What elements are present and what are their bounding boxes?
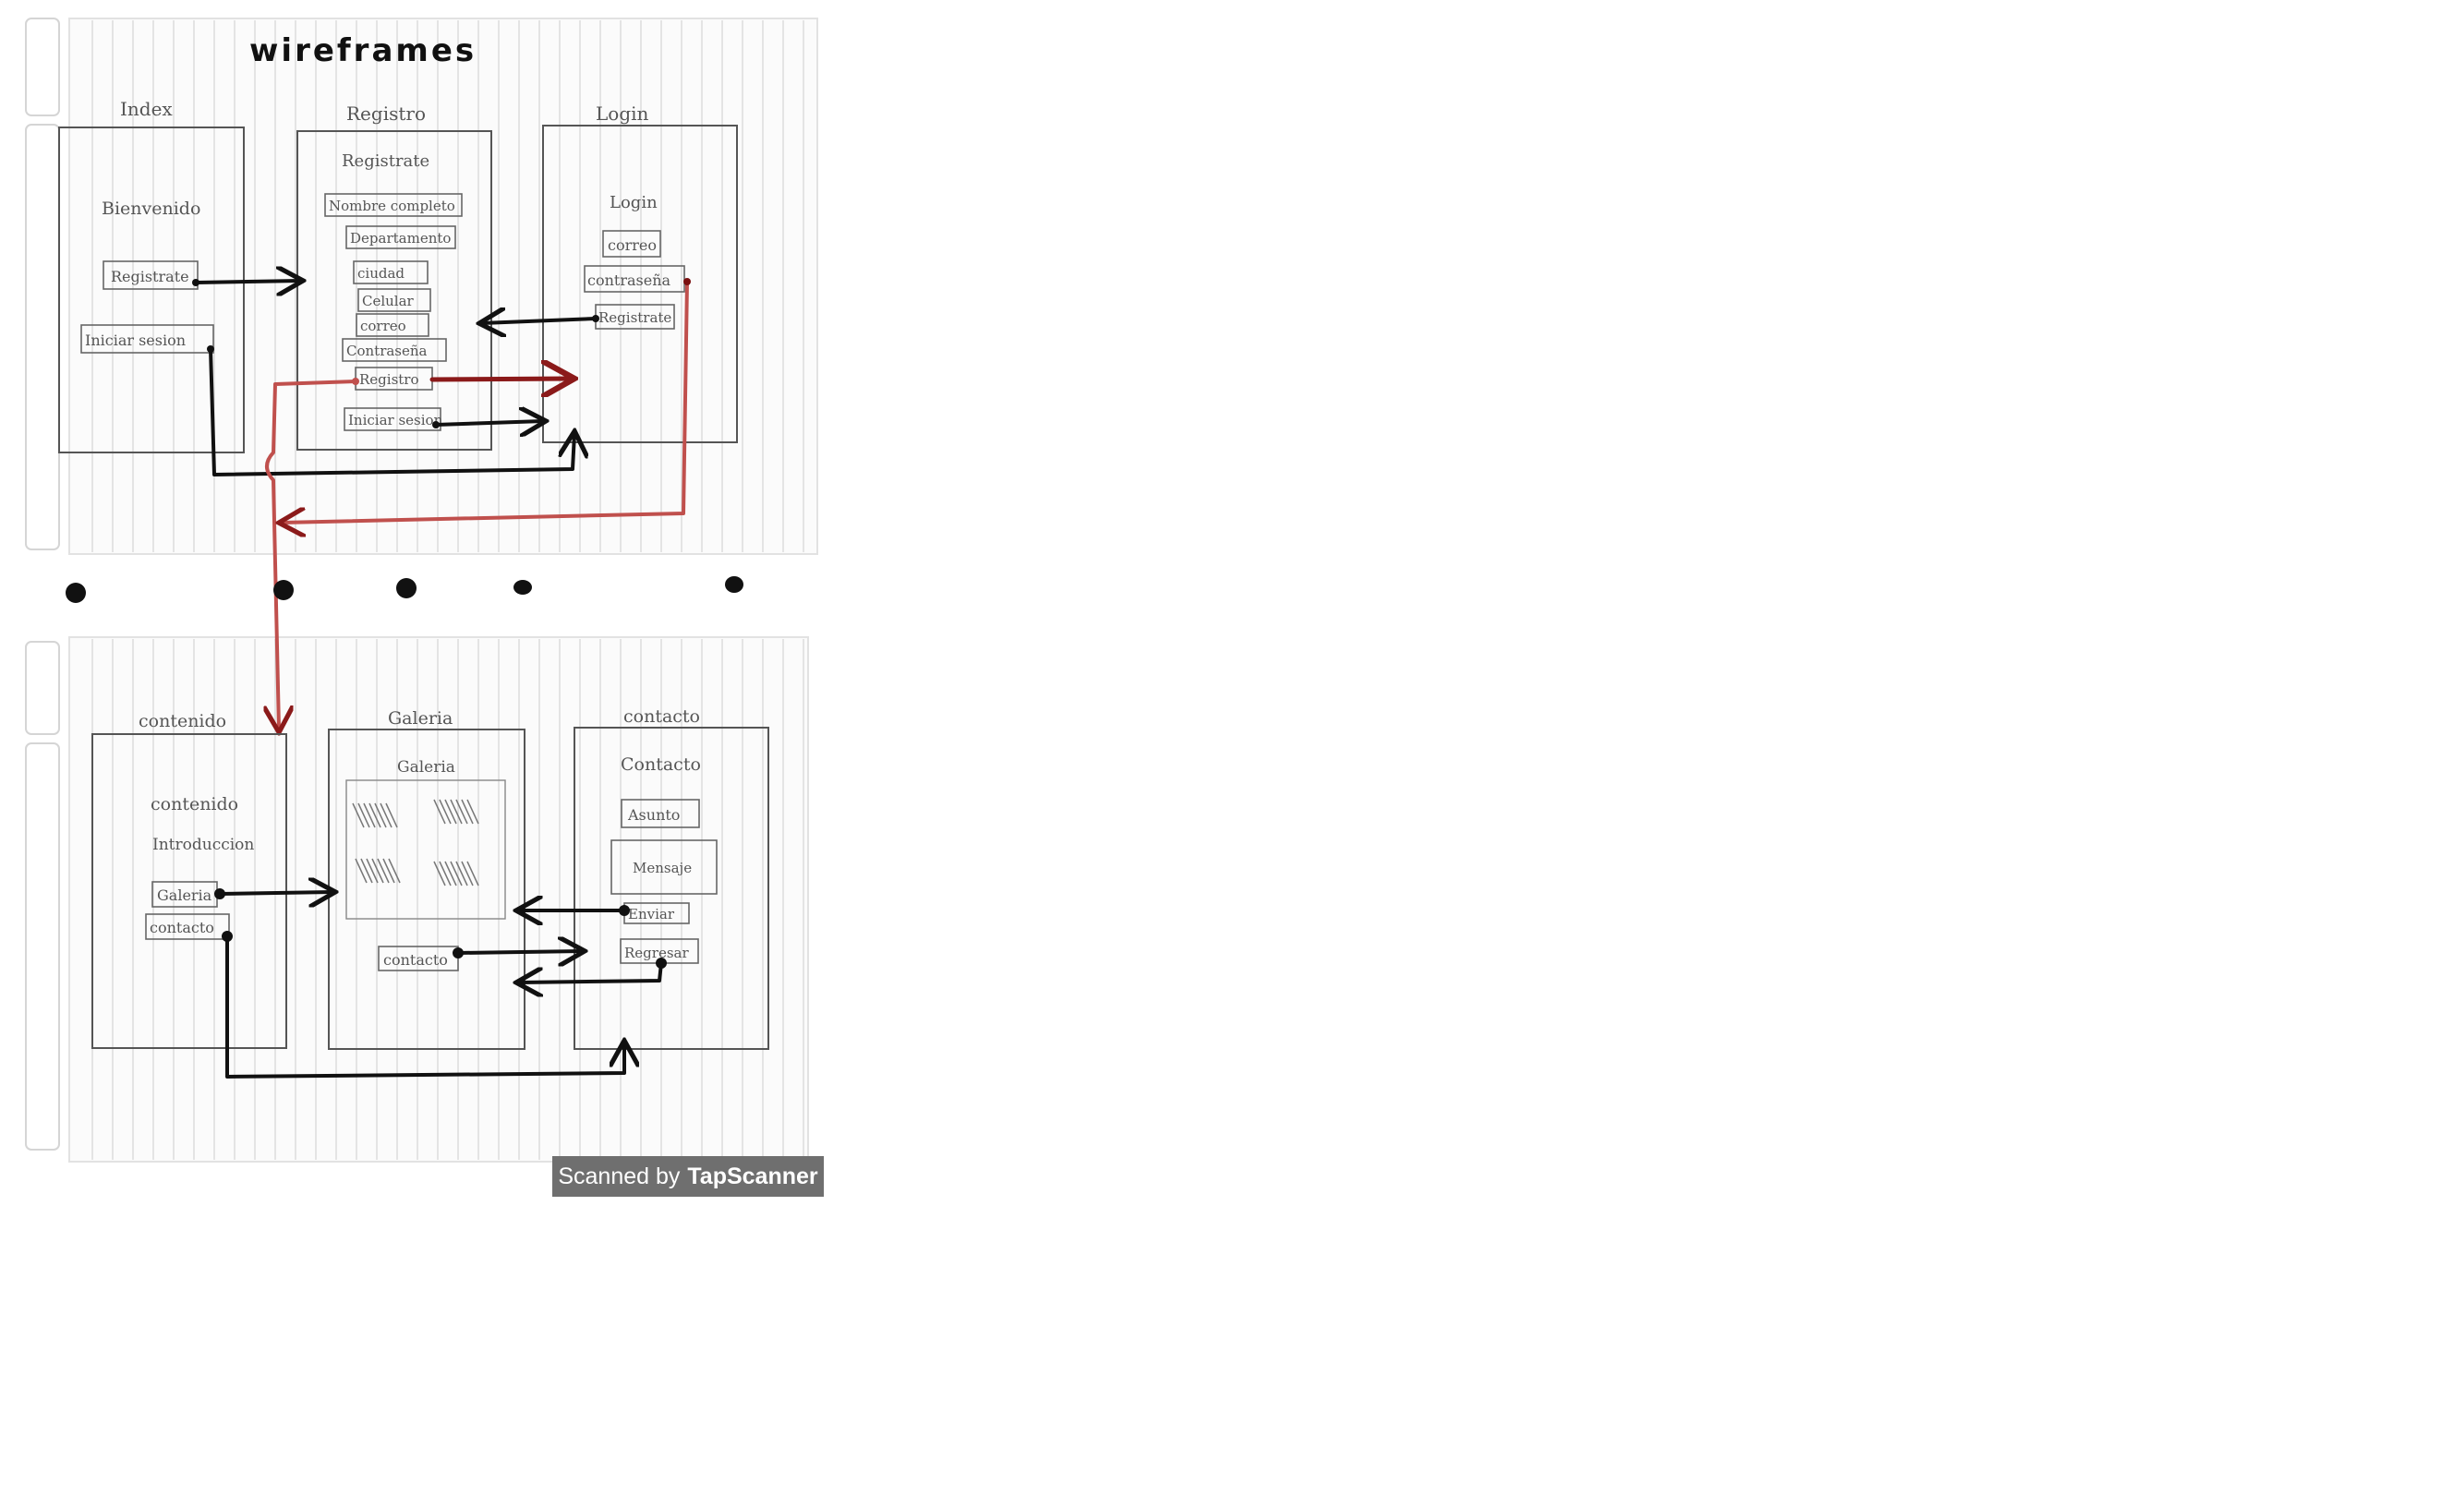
galeria-heading: Galeria: [397, 758, 455, 777]
gallery-hatch-2: [366, 858, 379, 884]
screen-galeria-label: Galeria: [388, 708, 453, 729]
contacto-back-label: Regresar: [624, 945, 689, 961]
registro-field-label-6: Contraseña: [346, 343, 428, 359]
registro-field-5[interactable]: [356, 313, 429, 337]
diagram-title: wireframes: [249, 32, 477, 69]
gallery-hatch-1: [455, 799, 468, 825]
gallery-hatch-0: [352, 802, 365, 828]
registro-field-label-2: Departamento: [350, 230, 451, 247]
top-flow-arrows: [192, 278, 691, 729]
login-email-field[interactable]: [602, 230, 661, 258]
screen-contenido: contenido contenido Introduccion Galeria…: [91, 711, 287, 1049]
gallery-hatch-1: [433, 799, 446, 825]
gallery-hatch-3: [433, 861, 446, 886]
screen-index: Index Bienvenido Registrate Iniciar sesi…: [58, 98, 245, 453]
contacto-subject-field[interactable]: [621, 799, 700, 828]
screen-index-label: Index: [120, 98, 173, 120]
gallery-hatch-1: [439, 799, 452, 825]
gallery-hatch-0: [380, 802, 393, 828]
gallery-hatch-0: [374, 802, 387, 828]
gallery-hatch-3: [450, 861, 463, 886]
login-email-label: correo: [608, 236, 657, 254]
binder-holes: [66, 576, 743, 603]
gallery-hatch-3: [439, 861, 452, 886]
contacto-heading: Contacto: [621, 754, 701, 775]
gallery-hatch-1: [466, 799, 479, 825]
scanner-prefix: Scanned by: [558, 1163, 681, 1189]
registro-field-3[interactable]: [353, 260, 429, 284]
gallery-hatch-3: [444, 861, 457, 886]
gallery-hatch-1: [450, 799, 463, 825]
gallery-hatch-1: [444, 799, 457, 825]
contacto-message-label: Mensaje: [633, 860, 692, 876]
registro-field-4[interactable]: [357, 288, 431, 312]
contenido-contact-button[interactable]: [145, 913, 230, 940]
contacto-message-field[interactable]: [610, 839, 718, 895]
bottom-flow-arrows: [214, 890, 667, 1079]
screen-contacto-label: contacto: [623, 706, 700, 727]
registro-field-label-8: Iniciar sesion: [348, 412, 443, 428]
scanner-brand: TapScanner: [687, 1163, 818, 1189]
registro-field-label-7: Registro: [359, 371, 419, 388]
gallery-hatch-0: [363, 802, 376, 828]
gallery-hatch-0: [357, 802, 370, 828]
registro-field-8[interactable]: [344, 407, 441, 431]
gallery-hatch-2: [388, 858, 401, 884]
galeria-image-grid: [345, 779, 506, 920]
screen-login-label: Login: [596, 102, 649, 125]
gallery-hatch-1: [461, 799, 474, 825]
contacto-subject-label: Asunto: [627, 806, 680, 824]
index-register-button[interactable]: [103, 260, 199, 290]
screen-login: Login Login correo contraseña Registrate: [542, 102, 738, 443]
index-register-label: Registrate: [111, 268, 189, 285]
gallery-hatch-3: [461, 861, 474, 886]
contenido-intro-text: Introduccion: [152, 836, 254, 854]
registro-heading: Registrate: [342, 151, 429, 171]
login-heading: Login: [610, 193, 658, 212]
gallery-hatch-3: [455, 861, 468, 886]
registro-field-6[interactable]: [342, 338, 447, 362]
registro-field-1[interactable]: [324, 193, 463, 217]
screen-contenido-label: contenido: [139, 711, 226, 731]
login-password-label: contraseña: [587, 271, 671, 289]
gallery-hatch-2: [355, 858, 368, 884]
contenido-gallery-label: Galeria: [157, 886, 212, 904]
contenido-heading: contenido: [151, 794, 238, 814]
screen-contacto: contacto Contacto Asunto Mensaje Enviar …: [574, 706, 769, 1050]
galeria-image-placeholders: [352, 799, 479, 886]
gallery-hatch-0: [368, 802, 381, 828]
contacto-send-label: Enviar: [628, 906, 675, 922]
galeria-contact-label: contacto: [383, 951, 448, 969]
top-paper-sheet: [25, 18, 818, 555]
login-password-field[interactable]: [584, 265, 685, 293]
gallery-hatch-2: [377, 858, 390, 884]
index-welcome-text: Bienvenido: [102, 199, 200, 219]
login-register-label: Registrate: [598, 309, 671, 326]
gallery-hatch-2: [371, 858, 384, 884]
contenido-contact-label: contacto: [150, 919, 214, 936]
gallery-hatch-0: [385, 802, 398, 828]
registro-field-label-3: ciudad: [357, 265, 405, 282]
gallery-hatch-2: [382, 858, 395, 884]
screen-registro-label: Registro: [346, 102, 426, 125]
registro-field-label-1: Nombre completo: [329, 198, 455, 214]
screen-registro: Registro Registrate Nombre completoDepar…: [296, 102, 492, 451]
gallery-hatch-2: [360, 858, 373, 884]
registro-field-label-5: correo: [360, 318, 406, 334]
index-login-label: Iniciar sesion: [85, 332, 186, 349]
gallery-hatch-3: [466, 861, 479, 886]
registro-field-2[interactable]: [345, 225, 456, 249]
scanner-watermark: Scanned by TapScanner: [552, 1156, 824, 1197]
registro-field-label-4: Celular: [362, 293, 415, 309]
index-login-button[interactable]: [80, 324, 214, 354]
